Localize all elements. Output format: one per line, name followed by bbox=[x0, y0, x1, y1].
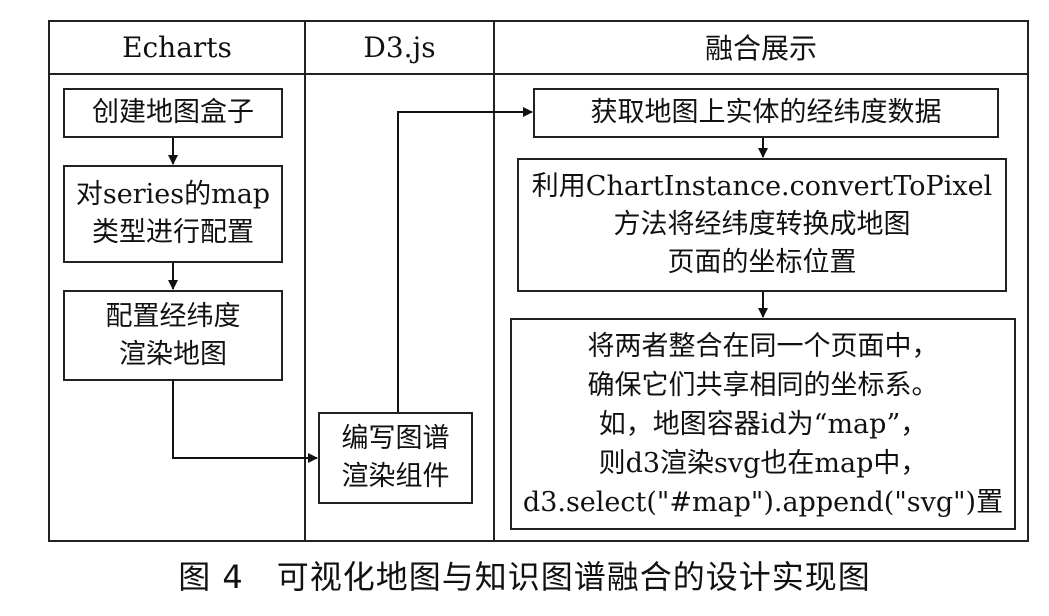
step-label: 方法将经纬度转换成地图 bbox=[613, 209, 911, 240]
step-label: 确保它们共享相同的坐标系。 bbox=[587, 369, 939, 401]
step-config-series: 对series的map 类型进行配置 bbox=[63, 165, 283, 263]
step-label: 则d3渲染svg也在map中， bbox=[598, 447, 928, 479]
step-label: 页面的坐标位置 bbox=[667, 247, 857, 278]
step-label: 渲染组件 bbox=[341, 461, 450, 492]
column-divider-1 bbox=[304, 20, 306, 542]
step-label: 类型进行配置 bbox=[92, 217, 254, 248]
step-label: 对series的map bbox=[75, 179, 271, 210]
step-label: 配置经纬度 bbox=[105, 300, 241, 332]
step-label: d3.select("#map").append("svg")置 bbox=[522, 486, 1004, 518]
step-label: 利用ChartInstance.convertToPixel bbox=[531, 171, 993, 202]
step-label: 获取地图上实体的经纬度数据 bbox=[590, 97, 942, 128]
step-write-graph: 编写图谱 渲染组件 bbox=[318, 412, 473, 504]
step-label: 创建地图盒子 bbox=[92, 97, 254, 128]
step-label: 将两者整合在同一个页面中， bbox=[587, 330, 939, 362]
step-label: 渲染地图 bbox=[119, 338, 227, 370]
arrow-latlng-to-graph bbox=[172, 381, 318, 463]
column-divider-2 bbox=[493, 20, 495, 542]
step-get-latlng: 获取地图上实体的经纬度数据 bbox=[533, 88, 999, 138]
step-convert-pixel: 利用ChartInstance.convertToPixel 方法将经纬度转换成… bbox=[517, 158, 1007, 292]
column-header-fusion: 融合展示 bbox=[704, 32, 817, 65]
header-divider bbox=[48, 73, 1029, 75]
diagram-frame bbox=[48, 20, 1029, 542]
step-merge-page: 将两者整合在同一个页面中， 确保它们共享相同的坐标系。 如，地图容器id为“ma… bbox=[510, 318, 1016, 530]
step-create-map-box: 创建地图盒子 bbox=[63, 88, 283, 138]
step-label: 编写图谱 bbox=[341, 423, 450, 454]
arrow-graph-to-getlatlng bbox=[397, 107, 533, 412]
figure-caption: 图 4 可视化地图与知识图谱融合的设计实现图 bbox=[178, 558, 871, 596]
step-config-latlng: 配置经纬度 渲染地图 bbox=[63, 290, 283, 381]
column-header-echarts: Echarts bbox=[122, 30, 232, 64]
column-header-d3: D3.js bbox=[363, 30, 436, 64]
step-label: 如，地图容器id为“map”， bbox=[598, 408, 928, 440]
